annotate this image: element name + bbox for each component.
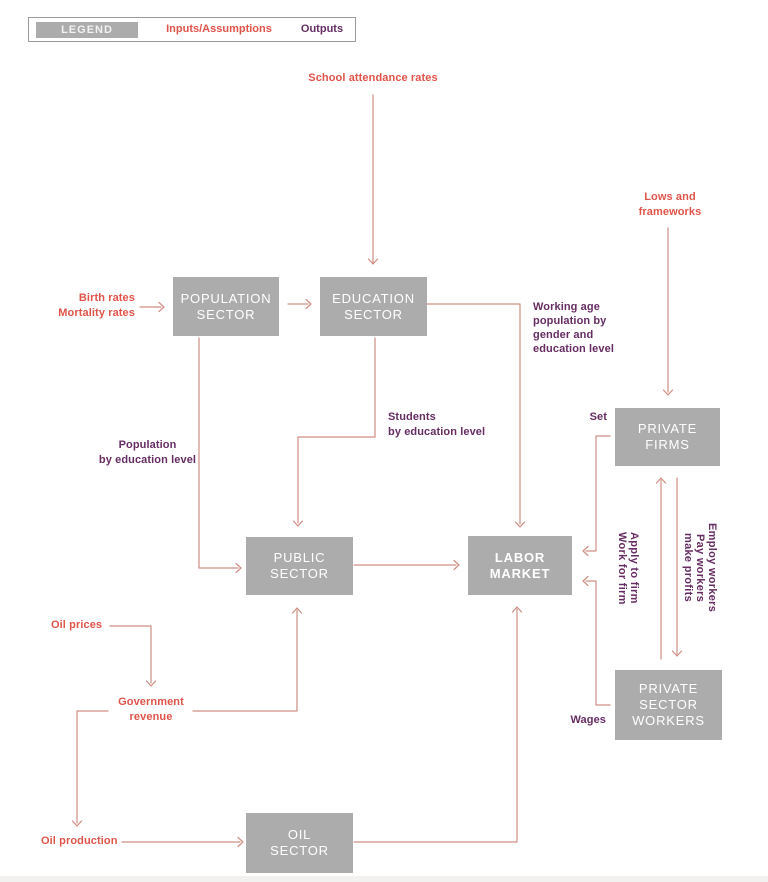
label-oil-production: Oil production (41, 835, 118, 847)
arrow-firms-employ-to-workers (671, 477, 683, 657)
arrow-gov-revenue-to-public-sector (192, 607, 303, 712)
label-birth-mortality-rates: Birth rates Mortality rates (58, 292, 135, 319)
arrow-workers-apply-to-firms (655, 477, 667, 660)
arrow-oil-production-to-oil-sector (121, 836, 244, 848)
arrow-private-firms-set-to-labor-market (582, 435, 611, 557)
label-school-attendance-rates: School attendance rates (308, 72, 438, 84)
arrow-laws-to-private-firms (662, 227, 674, 396)
label-wages: Wages (570, 714, 606, 726)
legend-outputs-label: Outputs (300, 23, 344, 35)
node-private-firms: PRIVATE FIRMS (615, 408, 720, 466)
arrow-oil-sector-to-labor-market (353, 606, 523, 843)
node-population-sector: POPULATION SECTOR (173, 277, 279, 336)
node-labor-market: LABOR MARKET (468, 536, 572, 595)
node-oil-sector: OIL SECTOR (246, 813, 353, 873)
arrow-oil-prices-to-gov-revenue (109, 625, 157, 687)
arrow-gov-revenue-to-oil-production (71, 710, 109, 827)
label-set: Set (589, 411, 607, 423)
label-employ-pay-workers: Employ workers Pay workers make profits (682, 523, 718, 613)
node-education-sector: EDUCATION SECTOR (320, 277, 427, 336)
legend-inputs-label: Inputs/Assumptions (166, 23, 272, 35)
arrow-public-to-labor-market (353, 559, 460, 571)
label-apply-work-for-firm: Apply to firm Work for firm (616, 531, 640, 605)
bottom-edge-band (0, 876, 768, 882)
arrow-school-attendance-to-education (367, 94, 379, 265)
arrow-private-workers-wages-to-labor-market (582, 575, 611, 706)
node-public-sector: PUBLIC SECTOR (246, 537, 353, 595)
node-private-sector-workers: PRIVATE SECTOR WORKERS (615, 670, 722, 740)
arrow-population-to-education (287, 298, 312, 310)
label-population-by-education-level: Population by education level (98, 439, 197, 466)
label-working-age-population: Working age population by gender and edu… (533, 301, 614, 355)
legend: LEGEND Inputs/Assumptions Outputs (28, 17, 356, 42)
label-students-by-education-level: Students by education level (388, 411, 486, 438)
label-government-revenue: Government revenue (118, 696, 184, 723)
arrow-population-to-public-sector (198, 337, 242, 574)
legend-title: LEGEND (36, 22, 138, 38)
label-laws-and-frameworks: Lows and frameworks (638, 191, 702, 218)
arrow-education-to-public-sector (292, 337, 376, 527)
arrow-education-to-labor-market-top (426, 303, 526, 528)
arrow-birth-rates-to-population (139, 301, 165, 313)
label-oil-prices: Oil prices (51, 619, 103, 631)
